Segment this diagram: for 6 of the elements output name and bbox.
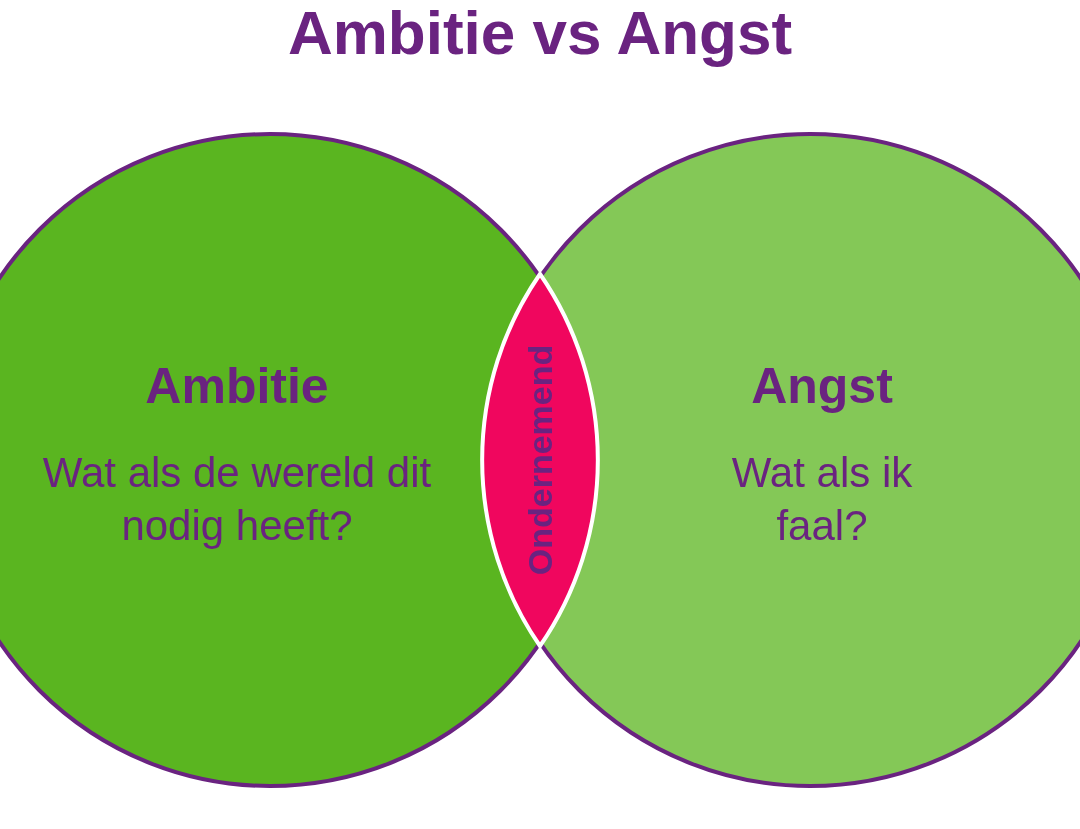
overlap-label: Ondernemend <box>523 344 557 576</box>
title: Ambitie vs Angst <box>286 0 794 66</box>
question-text: Wat als de wereld dit nodig heeft? <box>41 448 433 551</box>
question-text: Wat als ik faal? <box>730 448 914 551</box>
circle-heading: Ambitie <box>144 357 330 415</box>
circle-heading: Angst <box>750 357 894 415</box>
